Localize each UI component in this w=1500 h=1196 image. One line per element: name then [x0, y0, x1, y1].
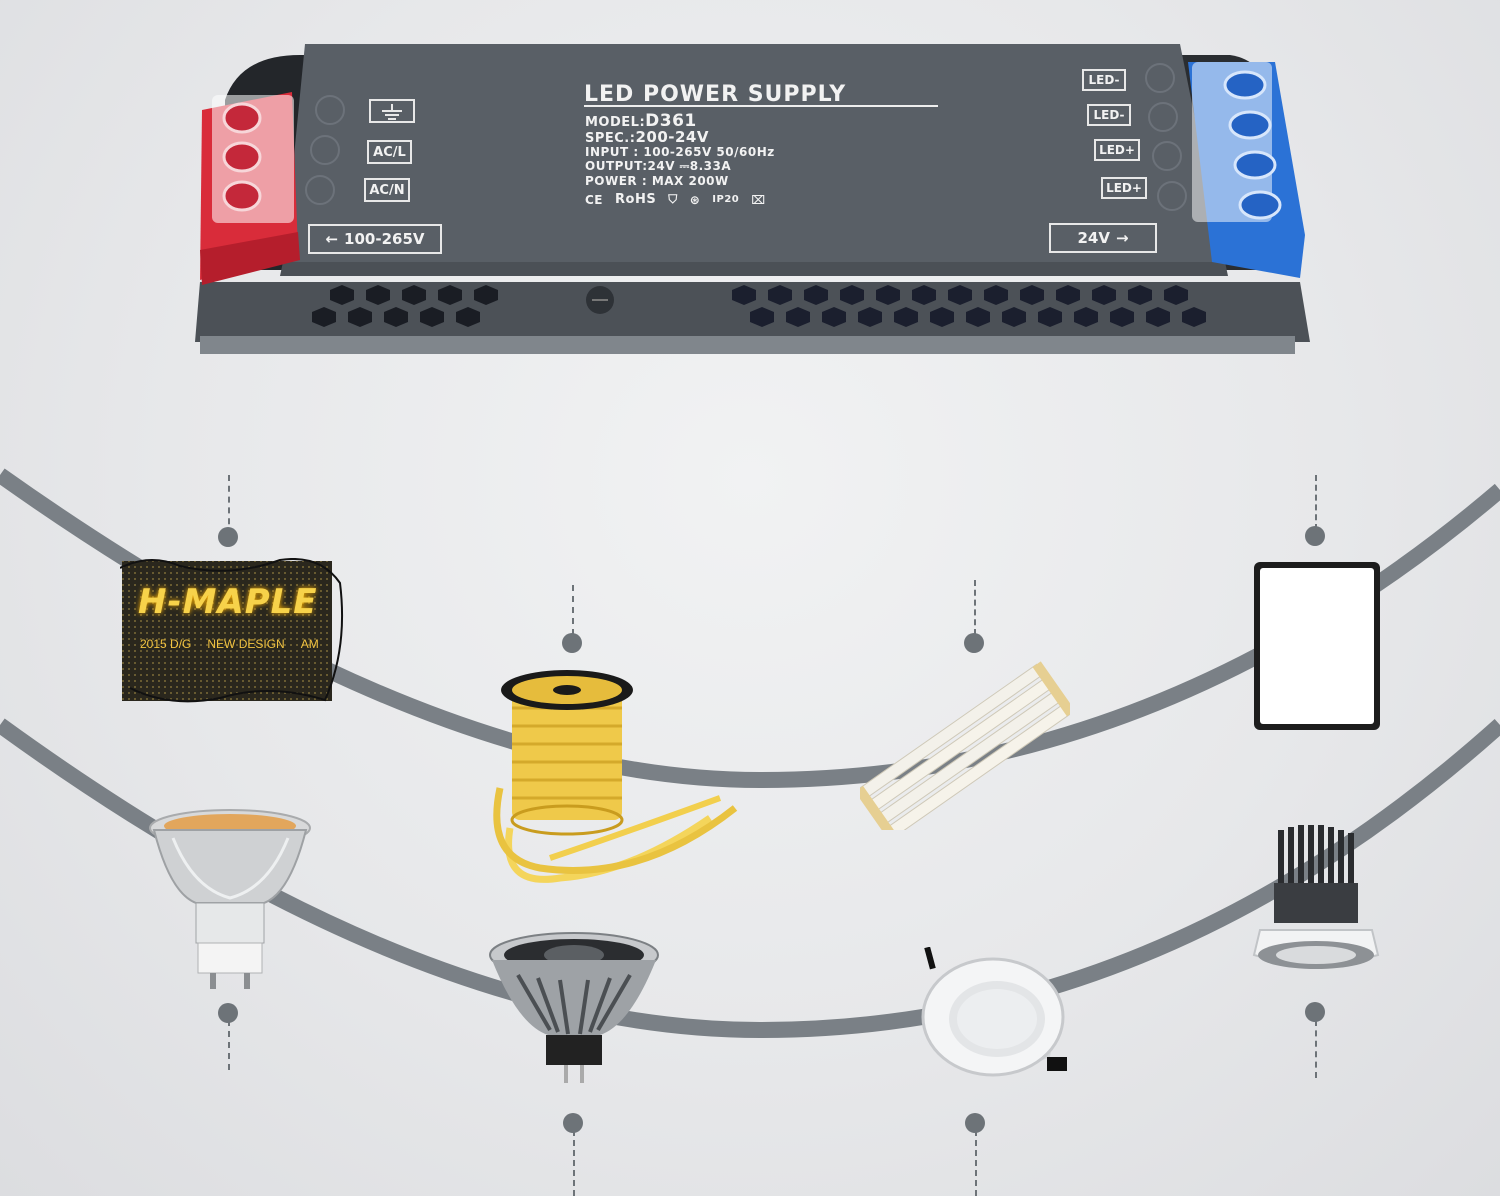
connector-line — [228, 475, 230, 535]
connection-curves — [0, 468, 1500, 1039]
connector-dot — [964, 633, 984, 653]
sign-line-2: NEW DESIGN — [207, 637, 285, 651]
compatible-products: H-MAPLE 2015 D/G NEW DESIGN AM — [0, 380, 1500, 1196]
power-supply: LED POWER SUPPLY MODEL:D361 SPEC.:200-24… — [0, 0, 1500, 380]
led-neon-sign: H-MAPLE 2015 D/G NEW DESIGN AM — [119, 558, 345, 703]
shield-icon: ⛉ — [668, 192, 678, 206]
output-terminal-block — [1188, 62, 1305, 278]
connector-dot — [1305, 526, 1325, 546]
psu-title: LED POWER SUPPLY — [584, 82, 847, 107]
sign-line-3: AM — [300, 637, 319, 651]
output-spec: OUTPUT:24V ⎓8.33A — [585, 159, 732, 173]
recessed-downlight — [915, 946, 1075, 1092]
input-terminal-block — [200, 92, 300, 285]
connector-line — [975, 1130, 977, 1196]
model-value: D361 — [645, 111, 697, 131]
connector-line — [572, 585, 574, 635]
ip-rating: IP20 — [712, 194, 740, 205]
connector-line — [974, 580, 976, 635]
connector-dot — [563, 1113, 583, 1133]
connector-line — [573, 1130, 575, 1196]
connector-dot — [1305, 1002, 1325, 1022]
input-voltage-value: 100-265V — [344, 230, 425, 248]
ground-icon — [369, 99, 415, 123]
connector-line — [1315, 475, 1317, 530]
vent-holes — [312, 285, 498, 327]
terminal-label-acn: AC/N — [364, 178, 410, 202]
arrow-left-icon: ← — [325, 230, 339, 248]
terminal-label-led-neg-1: LED- — [1082, 69, 1126, 91]
output-voltage-label: 24V → — [1049, 223, 1157, 253]
cob-spotlight — [1250, 825, 1382, 977]
safety-icon: ⊛ — [689, 192, 701, 207]
terminal-label-led-neg-2: LED- — [1087, 104, 1131, 126]
rohs-mark: RoHS — [615, 192, 657, 207]
led-rope-light-reel — [490, 668, 740, 898]
power-spec: POWER : MAX 200W — [585, 174, 729, 188]
mr16-spotlight — [488, 930, 660, 1090]
connector-dot — [218, 527, 238, 547]
power-supply-body — [195, 44, 1310, 354]
connector-dot — [965, 1113, 985, 1133]
connector-line — [1315, 1020, 1317, 1078]
connector-dot — [218, 1003, 238, 1023]
arrow-right-icon: → — [1115, 229, 1129, 247]
ce-mark: CE — [585, 192, 604, 207]
input-spec: INPUT : 100-265V 50/60Hz — [585, 145, 775, 159]
input-voltage-label: ← 100-265V — [308, 224, 442, 254]
spec-value: 200-24V — [635, 128, 709, 146]
model-label: MODEL: — [585, 115, 646, 130]
led-light-bars — [854, 660, 1076, 841]
output-voltage-value: 24V — [1077, 229, 1110, 247]
gu10-bulb — [148, 808, 313, 993]
connector-line — [228, 1020, 230, 1070]
spec-label: SPEC.: — [585, 131, 636, 146]
terminal-label-led-pos-1: LED+ — [1094, 139, 1140, 161]
connector-dot — [562, 633, 582, 653]
weee-bin-icon: ⌧ — [751, 192, 766, 207]
sign-title: H-MAPLE — [138, 582, 318, 622]
terminal-label-led-pos-2: LED+ — [1101, 177, 1147, 199]
terminal-label-acl: AC/L — [367, 140, 412, 164]
led-panel — [1252, 560, 1384, 735]
sign-line-1: 2015 D/G — [140, 637, 192, 651]
